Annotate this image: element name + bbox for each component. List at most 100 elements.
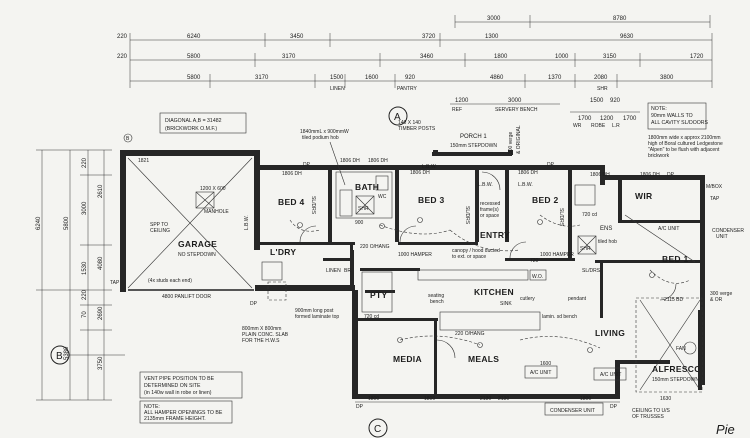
bottom-dimensions: 1800 1800 2130 2130 1800 1630 [355,396,671,403]
dim-8780: 8780 [613,16,627,22]
hws-slab [267,281,287,301]
label-ac-unit-meals: A/C UNIT [530,370,551,376]
kitchen-bench [417,269,529,281]
dh-bed2: 1806 DH [518,170,538,176]
dim-3460: 3460 [420,54,434,60]
label-linen-top: LINEN [330,86,345,92]
dim-2080: 2080 [594,75,608,81]
sldrs-bed3: SL/DRS [464,206,470,225]
room-label-bed4: BED 4 [278,197,305,207]
dim-6240-left: 6240 [36,216,42,230]
bed-3: BED 3 1806 DH SL/DRS L.B.W. [399,164,470,243]
label-timber-posts-2: TIMBER POSTS [398,126,436,132]
label-oh-hang: 220 O/HANG [360,244,390,250]
dim-1200-b: 1200 [600,116,614,122]
wc-pan [375,175,389,191]
dim-5800-left: 5800 [64,216,70,230]
downpipe-markers: DP DP DP DP DP DP [250,162,675,410]
svg-text:"Alpen" to be flush with adjac: "Alpen" to be flush with adjacent [648,147,720,153]
label-wo: W.O. [532,274,543,280]
top-dimension-lines [129,15,713,113]
dh-wir: 1806 DH [640,172,660,178]
left-dimension-lines [36,149,112,401]
dim-1600: 1600 [365,75,379,81]
label-ac-unit-bed1: A/C UNIT [658,226,679,232]
alfresco: ALFRESCO 150mm STEPDOWN FAN CEILING TO U… [544,297,703,420]
dim-2610-left: 2610 [98,184,104,198]
dim-1600-living: 1600 [540,361,551,367]
left-dimension-text: 6240 5800 3000 2610 1530 4080 5380 3750 … [36,157,104,370]
dh-bed3: 1806 DH [410,170,430,176]
room-label-entry: ENTRY [480,230,510,240]
diagonal-note: DIAGONAL A,B = 31482 (BRICKWORK O.M.F.) [159,112,247,134]
sldrs-bed4: SL/DRS [310,196,316,215]
dim-bottom-1800c: 1800 [580,396,591,402]
bed-4: BED 4 1806 DH SL/DRS L.B.W. [244,171,317,243]
window-note: 1800mm wide x approx 2100mm high of Bora… [648,135,723,159]
door-swing-bed2 [509,241,527,259]
svg-text:NOTE:: NOTE: [144,404,160,410]
label-mbox: M/BOX [706,184,723,190]
wir-ensuite: WIR ENS SHR 720 cd tiled hob 1806 DH 180… [574,172,696,263]
dim-3720: 3720 [422,34,436,40]
label-spp-2: CEILING [150,228,170,234]
label-canopy-2: to ext. or space [452,254,486,260]
svg-text:DP: DP [250,301,258,307]
page-mark-pie: Pie [716,422,735,437]
dim-70-left: 70 [82,311,88,318]
ensuite-shower [577,235,597,255]
label-recessed: recessed [480,201,501,207]
kitchen-island [439,311,541,331]
door-swing-bed4 [299,225,317,243]
room-label-ens: ENS [600,226,612,232]
svg-text:NOTE:: NOTE: [651,106,667,112]
label-condenser-2: UNIT [716,234,728,240]
dim-1500: 1500 [330,75,344,81]
label-verge-bed1-2: & OR [710,297,723,303]
room-label-garage: GARAGE [178,239,217,249]
dim-3000-servery: 3000 [508,98,522,104]
dim-1300: 1300 [485,34,499,40]
label-shr-top: SHR [597,86,608,92]
label-manhole: MANHOLE [204,209,229,215]
room-label-bed3: BED 3 [418,195,445,205]
room-label-bed2: BED 2 [532,195,559,205]
pantry [361,271,393,313]
label-panlift: 4800 PANLIFT DOOR [162,294,211,300]
laundry: L'DRY LINEN BR 220 O/HANG 900mm long pos… [242,244,390,344]
dim-1700-a: 1700 [578,116,592,122]
svg-text:(BRICKWORK O.M.F.): (BRICKWORK O.M.F.) [165,126,217,132]
dim-9630: 9630 [620,34,634,40]
dim-3000-top: 3000 [487,16,501,22]
label-porch-stepdown: 150mm STEPDOWN [450,143,497,149]
dim-1700-b: 1700 [623,116,637,122]
dim-220-left-b: 220 [82,289,88,300]
dh-ens: 1806 DH [590,172,610,178]
label-condenser-1: CONDENSER [712,228,744,234]
top-dimension-text: 3000 8780 6240 3450 3720 1300 9630 5800 … [117,16,704,129]
dim-bottom-2130b: 2130 [498,396,509,402]
label-br: BR [344,268,351,274]
label-hamper: 1000 HAMPER [398,252,432,258]
label-laminate-1: 900mm long post [295,308,334,314]
wall-note: NOTE: 90mm WALLS TO ALL CAVITY SL/DOORS [647,102,709,130]
label-cutlery: cutlery [520,296,535,302]
dim-bottom-1630: 1630 [660,396,671,402]
sldrs-bed2b: SL/DRS [582,268,601,274]
dim-1530-left: 1530 [82,261,88,275]
sldrs-bed2: SL/DRS [558,208,564,227]
svg-text:DP: DP [356,404,364,410]
label-tiled-hob: tiled hob [598,239,617,245]
dim-3750-left: 3750 [98,356,104,370]
section-marker-a: A [388,106,408,126]
living-areas: MEDIA MEALS LIVING A/C UNIT A/C UNIT 160… [358,318,627,394]
label-pedestal-1: 1840mmL x 900mmW [300,129,349,135]
dim-1800: 1800 [494,54,508,60]
room-label-shr: SHR [358,206,369,212]
dim-3170b: 3170 [255,75,269,81]
manhole-hatch [195,191,215,209]
label-ceiling-trusses-2: OF TRUSSES [632,414,665,420]
dim-3170: 3170 [282,54,296,60]
dim-1370: 1370 [548,75,562,81]
